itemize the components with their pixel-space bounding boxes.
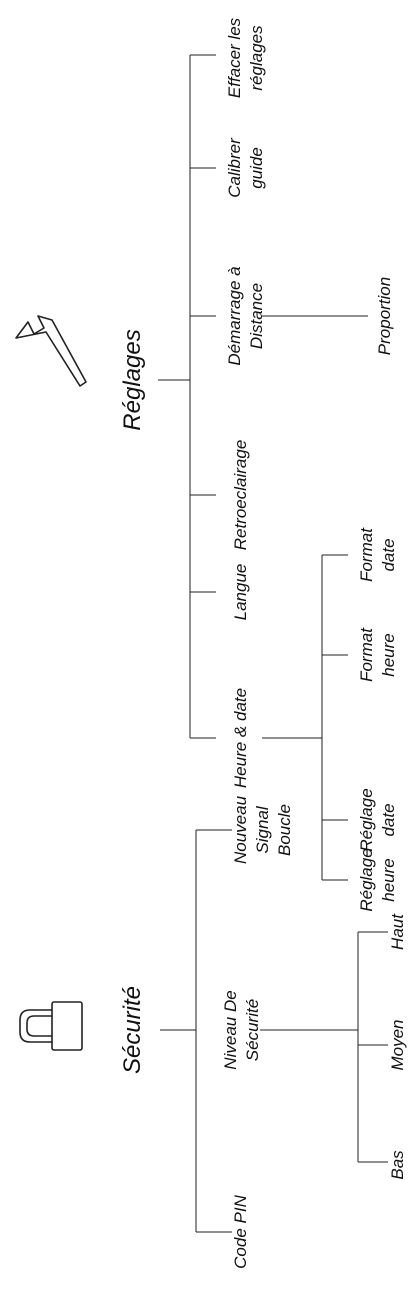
reglages-title: Réglages — [119, 329, 146, 430]
svg-text:Sécurité: Sécurité — [243, 999, 262, 1061]
svg-text:date: date — [379, 538, 398, 571]
reglages-connectors — [158, 54, 368, 881]
svg-text:Signal: Signal — [253, 805, 272, 853]
bas-label: Bas — [388, 1150, 407, 1180]
securite-title: Sécurité — [119, 986, 146, 1074]
svg-text:Niveau De: Niveau De — [221, 990, 240, 1069]
code-pin-label: Code PIN — [231, 1194, 250, 1268]
demarrage-distance-label: Démarrage à Distance — [225, 266, 266, 365]
format-heure-label: Format heure — [357, 627, 398, 682]
svg-text:Format: Format — [357, 527, 376, 582]
calibrer-guide-label: Calibrer guide — [225, 137, 266, 198]
effacer-reglages-label: Effacer les réglages — [225, 17, 266, 98]
svg-text:Démarrage à: Démarrage à — [225, 266, 244, 365]
svg-text:Calibrer: Calibrer — [225, 137, 244, 198]
svg-text:Nouveau: Nouveau — [231, 795, 250, 864]
wrench-icon — [15, 315, 87, 387]
nouveau-signal-boucle-label: Nouveau Signal Boucle — [231, 795, 294, 864]
retroeclairage-label: Retroeclairage — [231, 440, 250, 551]
svg-text:Réglage: Réglage — [357, 788, 376, 851]
svg-text:Effacer les: Effacer les — [225, 17, 244, 98]
heure-date-label: Heure & date — [231, 688, 250, 788]
svg-text:guide: guide — [247, 147, 266, 189]
svg-text:Distance: Distance — [247, 283, 266, 349]
svg-text:heure: heure — [379, 858, 398, 901]
svg-text:Format: Format — [357, 627, 376, 682]
langue-label: Langue — [231, 564, 250, 621]
niveau-securite-label: Niveau De Sécurité — [221, 990, 262, 1069]
securite-connectors — [160, 829, 388, 1233]
padlock-icon — [19, 1001, 83, 1051]
svg-text:heure: heure — [379, 633, 398, 676]
moyen-label: Moyen — [388, 1019, 407, 1070]
haut-label: Haut — [388, 913, 407, 950]
reglage-heure-label: Réglage heure — [357, 848, 398, 911]
svg-text:date: date — [379, 803, 398, 836]
svg-text:Boucle: Boucle — [275, 804, 294, 856]
reglage-date-label: Réglage date — [357, 788, 398, 851]
proportion-label: Proportion — [375, 277, 394, 355]
svg-text:réglages: réglages — [247, 25, 266, 91]
svg-text:Réglage: Réglage — [357, 848, 376, 911]
format-date-label: Format date — [357, 527, 398, 582]
